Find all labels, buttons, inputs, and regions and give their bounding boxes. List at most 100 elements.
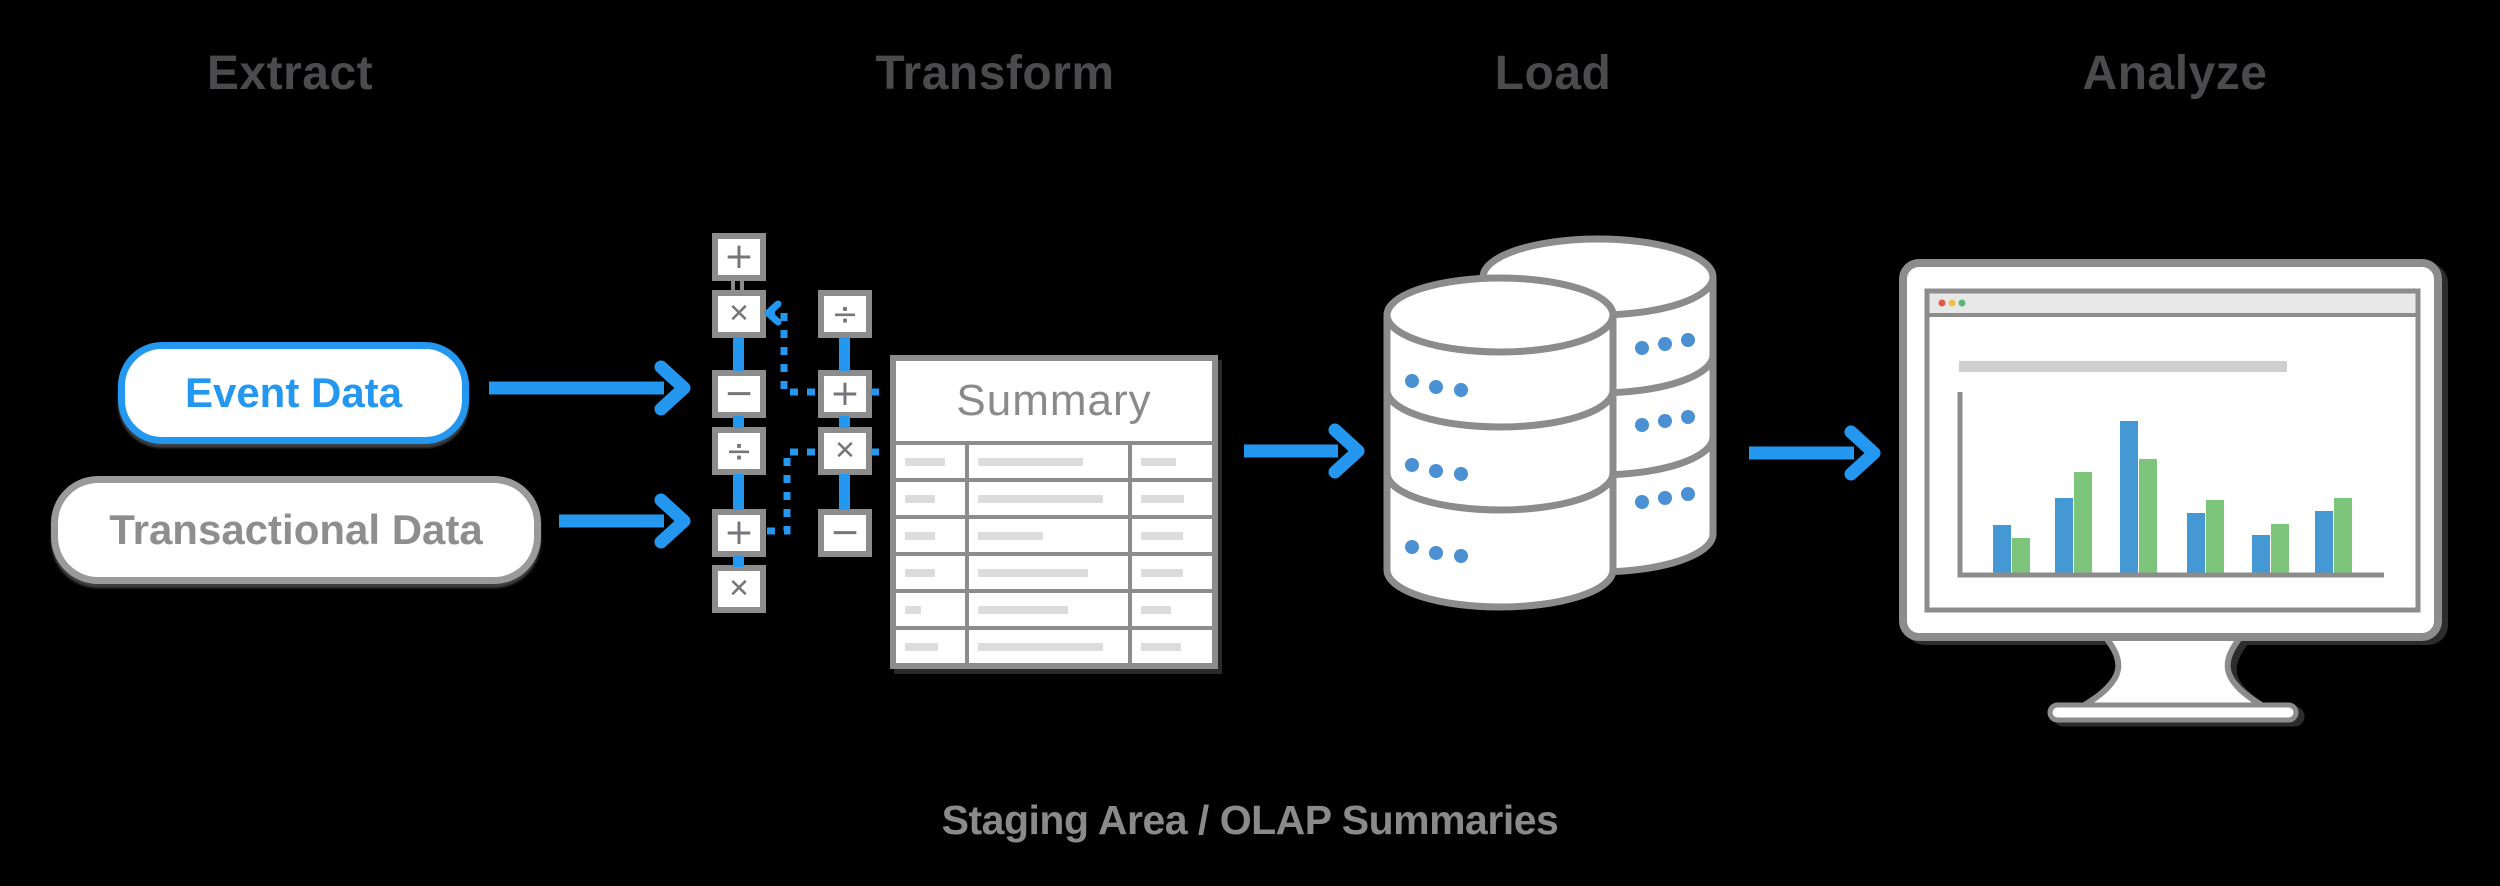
operator-box: ✕ <box>712 290 766 338</box>
flow-arrow-analyze <box>1749 425 1881 481</box>
transactional-data-label: Transactional Data <box>109 506 483 553</box>
cell-text-placeholder <box>905 457 945 466</box>
summary-table-cell <box>896 556 965 589</box>
flow-arrow-event <box>489 360 691 416</box>
operator-box: + <box>712 233 766 281</box>
summary-table-cell <box>969 556 1128 589</box>
window-dot-green-icon <box>1958 299 1966 307</box>
chart-bar-blue <box>2252 535 2270 577</box>
operator-box: − <box>818 509 872 557</box>
chart-axes <box>1957 392 2384 578</box>
summary-table-cell <box>1132 482 1212 515</box>
page-title-placeholder <box>1959 361 2287 372</box>
cell-text-placeholder <box>1141 568 1183 577</box>
browser-title-bar <box>1927 291 2418 315</box>
summary-table-cell <box>1132 445 1212 478</box>
database-cylinder-front <box>1383 274 1617 611</box>
operator-box: + <box>712 509 766 557</box>
chart-bar-blue <box>2315 511 2333 577</box>
db-dot <box>1635 495 1649 509</box>
db-dot <box>1658 414 1672 428</box>
chart-bar-blue <box>2055 498 2073 577</box>
cell-text-placeholder <box>905 531 935 540</box>
chart-bar-blue <box>1993 525 2011 577</box>
window-dot-red-icon <box>1938 299 1946 307</box>
summary-table: Summary <box>890 355 1218 669</box>
summary-table-cell <box>896 593 965 626</box>
cell-text-placeholder <box>1141 494 1184 503</box>
stage-label-analyze: Analyze <box>2082 47 2268 100</box>
chart-bar-green <box>2334 498 2352 577</box>
summary-table-cell <box>896 482 965 515</box>
event-data-node: Event Data <box>118 342 469 444</box>
cell-text-placeholder <box>1141 531 1183 540</box>
db-dot <box>1429 464 1443 478</box>
summary-table-grid <box>896 445 1212 663</box>
monitor <box>1899 259 2442 723</box>
chart-bars <box>1993 421 2352 577</box>
db-dot <box>1681 333 1695 347</box>
chart-bar-green <box>2074 472 2092 577</box>
db-dot <box>1454 383 1468 397</box>
summary-table-cell <box>969 519 1128 552</box>
event-data-label: Event Data <box>184 369 403 416</box>
cell-text-placeholder <box>1141 605 1171 614</box>
db-dot <box>1454 549 1468 563</box>
database-stack <box>1383 235 1717 611</box>
summary-table-cell <box>969 445 1128 478</box>
summary-table-cell <box>969 630 1128 663</box>
db-dot <box>1635 418 1649 432</box>
cell-text-placeholder <box>1141 457 1176 466</box>
cell-text-placeholder <box>978 642 1103 651</box>
window-dot-yellow-icon <box>1948 299 1956 307</box>
summary-table-cell <box>969 482 1128 515</box>
db-dot <box>1429 546 1443 560</box>
chart-bar-blue <box>2187 513 2205 577</box>
stage-label-load: Load <box>1494 47 1612 100</box>
chart-bar-blue <box>2120 421 2138 577</box>
dashed-arrowhead <box>764 300 782 326</box>
db-dot <box>1635 341 1649 355</box>
db-dot <box>1405 374 1419 388</box>
summary-table-cell <box>1132 556 1212 589</box>
stage-label-transform: Transform <box>875 47 1115 100</box>
cell-text-placeholder <box>1141 642 1181 651</box>
operator-box: ✕ <box>818 427 872 475</box>
operator-connectors <box>731 279 850 567</box>
operator-box: ✕ <box>712 565 766 613</box>
cell-text-placeholder <box>978 568 1088 577</box>
operator-box: ÷ <box>712 427 766 475</box>
monitor-frame <box>1899 259 2442 641</box>
db-dot <box>1681 410 1695 424</box>
chart-bar-green <box>2271 524 2289 577</box>
db-dot <box>1658 491 1672 505</box>
db-dot <box>1405 540 1419 554</box>
chart-bar-green <box>2206 500 2224 577</box>
dashed-connectors <box>766 309 887 535</box>
cell-text-placeholder <box>905 605 921 614</box>
db-dot <box>1405 458 1419 472</box>
summary-table-cell <box>969 593 1128 626</box>
db-dot <box>1658 337 1672 351</box>
summary-table-cell <box>1132 519 1212 552</box>
monitor-stand-neck <box>2072 631 2274 709</box>
browser-window <box>1924 288 2421 613</box>
monitor-stand-base <box>2047 702 2299 723</box>
operator-box: + <box>818 370 872 418</box>
db-dot <box>1681 487 1695 501</box>
summary-table-cell <box>896 445 965 478</box>
summary-table-cell <box>1132 593 1212 626</box>
db-dot <box>1454 467 1468 481</box>
cell-text-placeholder <box>978 457 1083 466</box>
db-dots <box>1405 333 1695 563</box>
summary-table-title: Summary <box>896 361 1212 441</box>
chart-bar-green <box>2012 538 2030 577</box>
summary-table-cell <box>896 630 965 663</box>
db-dot <box>1429 380 1443 394</box>
cell-text-placeholder <box>905 494 935 503</box>
cell-text-placeholder <box>978 605 1068 614</box>
summary-table-cell <box>1132 630 1212 663</box>
operator-box: − <box>712 370 766 418</box>
